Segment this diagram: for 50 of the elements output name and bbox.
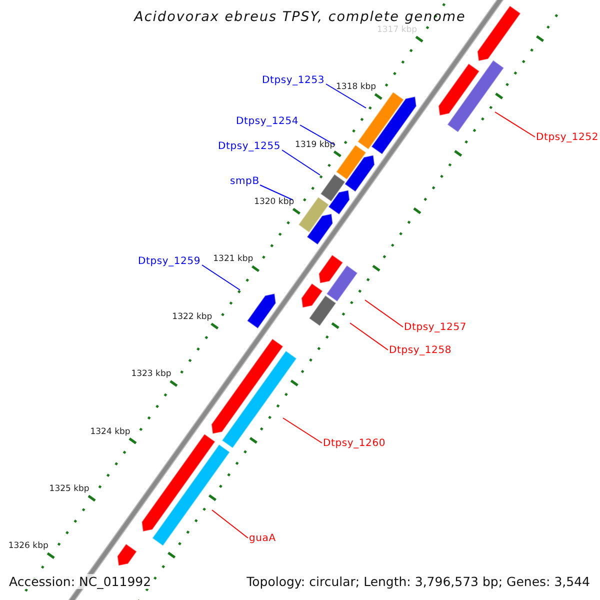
gene-bar [141, 433, 216, 532]
gene-bar [152, 444, 230, 546]
tick-label: 1319 kbp [295, 140, 336, 150]
gene-label: Dtpsy_1259 [138, 256, 201, 268]
title: Acidovorax ebreus TPSY, complete genome [132, 9, 467, 25]
gene-bar [210, 338, 284, 434]
tick-label: 1326 kbp [8, 541, 48, 552]
tick-label: 1320 kbp [254, 197, 294, 207]
gene-label: guaA [249, 533, 276, 545]
tick-label: 1325 kbp [49, 484, 90, 494]
accession-text: Accession: NC_011992 [9, 574, 152, 589]
gene-bar [300, 282, 324, 308]
gene-bar [320, 174, 346, 202]
gene-bar [476, 5, 522, 62]
gene-bar [306, 213, 334, 246]
gene-bar [370, 96, 417, 155]
genome-info-text: Topology: circular; Length: 3,796,573 bp; Genes: 3,544 [246, 574, 590, 589]
gene-bar [318, 254, 344, 284]
gene-bar [328, 190, 350, 216]
gene-bar [438, 62, 480, 116]
gene-label: Dtpsy_1260 [323, 438, 386, 450]
gene-label: Dtpsy_1254 [236, 116, 299, 128]
gene-bar [298, 196, 330, 234]
gene-label: Dtpsy_1258 [389, 345, 452, 357]
leader-line [300, 124, 336, 146]
gene-label: smpB [230, 176, 260, 188]
gene-bar [116, 543, 138, 566]
gene-bar [344, 154, 376, 192]
gene-bar [221, 350, 298, 449]
gene-bar [336, 144, 367, 180]
gene-bar [446, 60, 505, 133]
leader-line [350, 322, 388, 350]
gene-label: Dtpsy_1253 [262, 75, 325, 87]
gene-bar [308, 294, 337, 327]
tick-label: 1323 kbp [131, 369, 172, 380]
gene-bar [357, 91, 404, 150]
gene-bar [326, 264, 358, 302]
leader-line [282, 418, 322, 444]
gene-label: Dtpsy_1255 [218, 141, 281, 153]
leader-line [326, 84, 366, 108]
tick-label: 1318 kbp [336, 82, 376, 92]
gene-label: Dtpsy_1252 [536, 132, 599, 144]
tick-label: 1324 kbp [90, 426, 130, 437]
tick-label: 1322 kbp [172, 312, 212, 322]
tick-label: 1321 kbp [213, 254, 254, 264]
gene-bar [246, 293, 276, 330]
leader-line [494, 112, 536, 138]
gene-label: Dtpsy_1257 [404, 322, 467, 334]
leader-line [202, 264, 240, 290]
leader-line [282, 150, 320, 176]
